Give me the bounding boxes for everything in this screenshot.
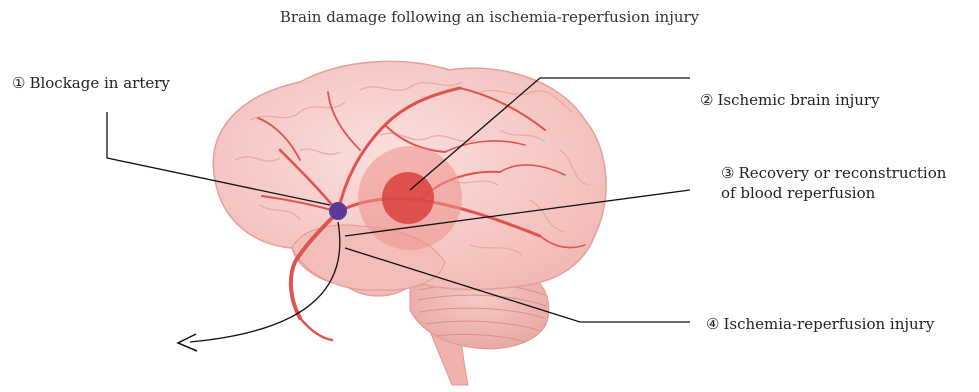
label-text-line2: of blood reperfusion xyxy=(721,183,946,203)
label-ischemic-injury: ②Ischemic brain injury xyxy=(700,90,880,110)
ischemia-inner-zone xyxy=(382,172,434,224)
label-text: Ischemic brain injury xyxy=(717,91,879,109)
label-ir-injury: ④Ischemia-reperfusion injury xyxy=(706,314,934,334)
label-number: ① xyxy=(12,74,25,92)
label-text: Recovery or reconstruction xyxy=(738,164,946,182)
blockage-dot xyxy=(329,202,347,220)
label-number: ④ xyxy=(706,315,719,333)
label-text: Ischemia-reperfusion injury xyxy=(723,315,934,333)
label-text: Blockage in artery xyxy=(29,74,169,92)
label-number: ② xyxy=(700,91,713,109)
label-number: ③ xyxy=(721,164,734,182)
label-reperfusion: ③Recovery or reconstruction of blood rep… xyxy=(721,163,946,203)
label-blockage: ①Blockage in artery xyxy=(12,73,170,93)
flow-arrowhead xyxy=(178,334,197,351)
